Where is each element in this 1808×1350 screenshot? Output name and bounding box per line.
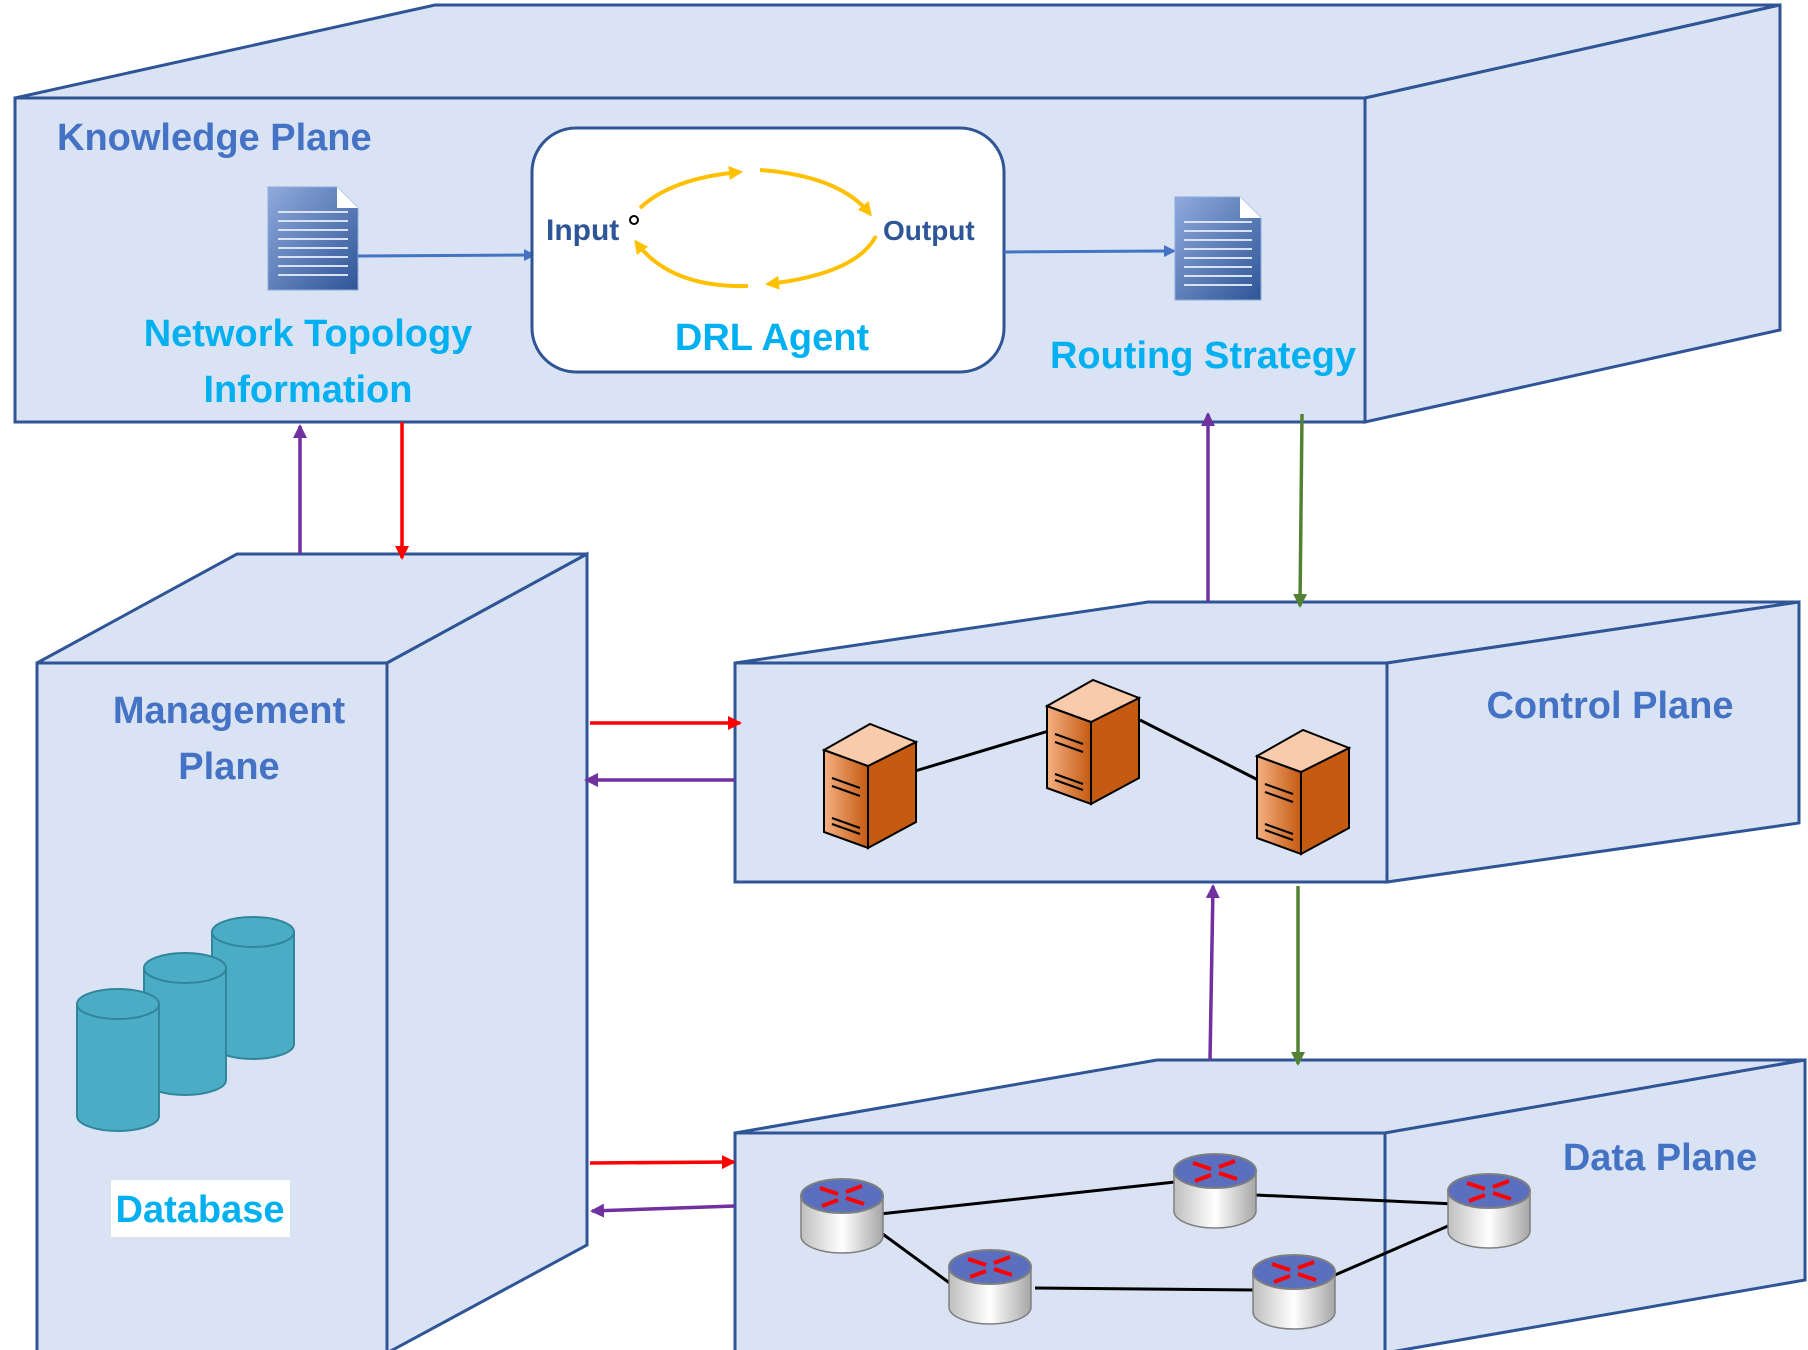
drl-agent-label: DRL Agent bbox=[675, 317, 870, 359]
server-links bbox=[914, 718, 1263, 784]
database-label: Database bbox=[116, 1189, 285, 1231]
agent-to-strategy-arrow bbox=[1003, 245, 1176, 258]
agent-output-label: Output bbox=[883, 215, 975, 246]
mgmt-to-data-arrow bbox=[589, 1155, 736, 1170]
server-icon bbox=[1254, 728, 1352, 856]
router-icon bbox=[1173, 1153, 1257, 1229]
data-to-mgmt-arrow bbox=[590, 1203, 736, 1218]
router-icon bbox=[800, 1178, 884, 1254]
database-label-bg bbox=[111, 1180, 290, 1237]
management-plane-title-line2: Plane bbox=[178, 746, 279, 788]
document-icon bbox=[1174, 196, 1262, 301]
cycle-arrows-icon bbox=[634, 165, 878, 290]
document-icon bbox=[267, 186, 359, 291]
agent-input-label: Input bbox=[546, 214, 619, 247]
topology-to-agent-arrow bbox=[357, 249, 536, 262]
router-icon bbox=[1447, 1173, 1531, 1249]
server-icon bbox=[1044, 678, 1142, 806]
inter-plane-arrows bbox=[293, 412, 1308, 1218]
network-topology-label-line2: Information bbox=[204, 369, 413, 411]
data-to-control-arrow bbox=[1205, 884, 1220, 1061]
knowledge-plane-title: Knowledge Plane bbox=[57, 117, 372, 159]
server-icon bbox=[821, 722, 919, 850]
routing-strategy-label: Routing Strategy bbox=[1050, 335, 1356, 377]
knowledge-to-control-arrow bbox=[1293, 413, 1308, 608]
data-plane-title: Data Plane bbox=[1563, 1137, 1757, 1179]
router-icon bbox=[948, 1249, 1032, 1325]
network-topology-label: Network Topology bbox=[144, 313, 473, 355]
management-plane-title: Management bbox=[113, 690, 346, 732]
control-plane-title: Control Plane bbox=[1486, 685, 1733, 727]
drl-agent-box: Input Output DRL Agent bbox=[530, 126, 1006, 374]
database-icon bbox=[76, 916, 295, 1132]
router-icon bbox=[1252, 1254, 1336, 1330]
